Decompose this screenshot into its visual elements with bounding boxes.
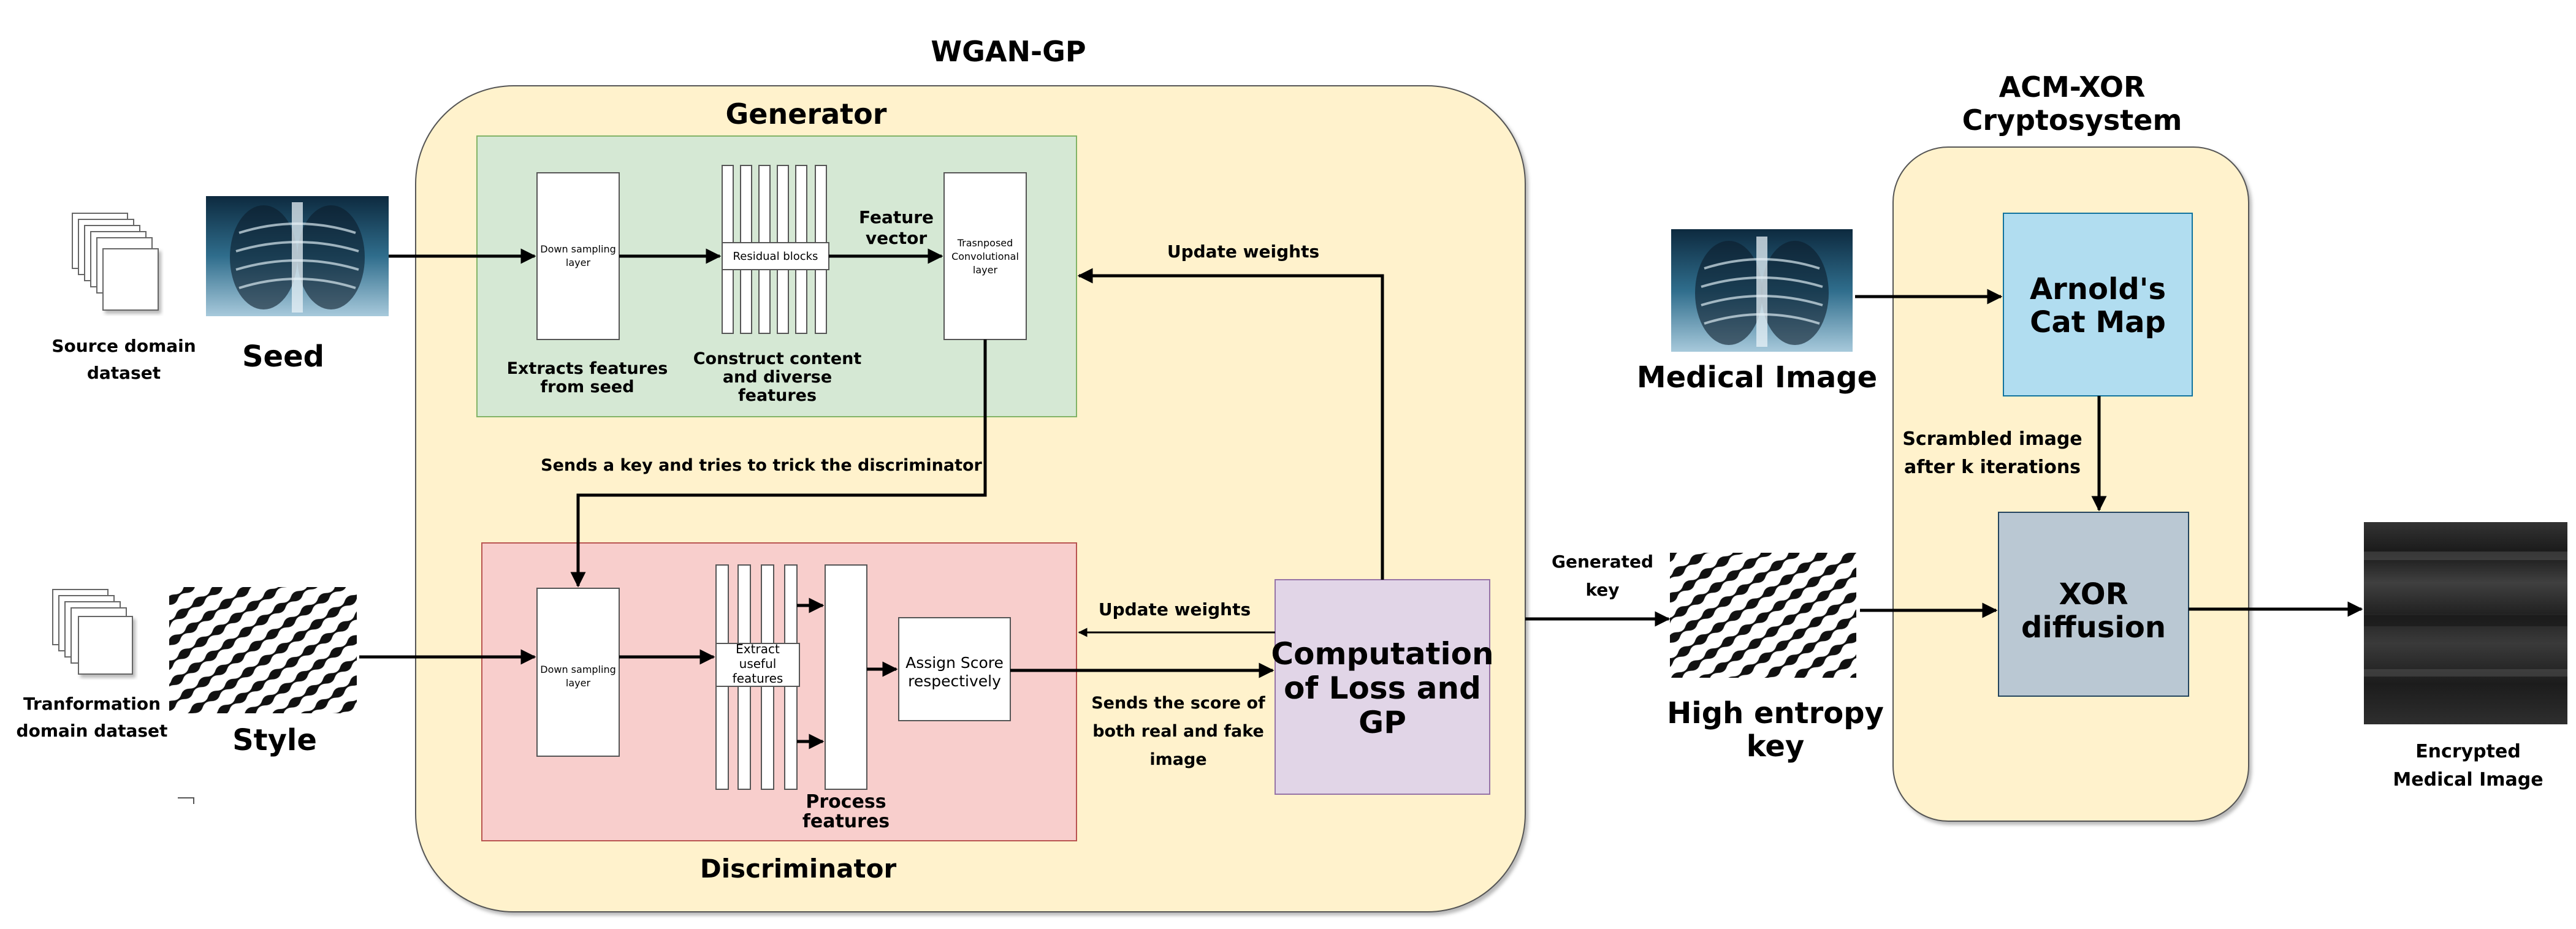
feature-vector-label-1: Feature (859, 207, 934, 227)
transformation-domain-label-1: Tranformation (23, 694, 161, 714)
discriminator-title: Discriminator (700, 854, 897, 884)
generated-key-label-2: key (1585, 580, 1619, 600)
extracts-features-label-2: from seed (540, 377, 634, 396)
update-weights-top-label: Update weights (1167, 241, 1319, 262)
crypto-flow-arrows (1855, 289, 2363, 618)
stray-corner-mark (178, 797, 194, 804)
source-dataset-icon (72, 213, 159, 311)
flow-arrows (359, 248, 1671, 749)
encrypted-image (2364, 522, 2567, 724)
high-entropy-key-label-1: High entropy (1667, 696, 1884, 730)
medical-xray-image (1671, 229, 1853, 352)
gen-transposed-conv-layer (943, 172, 1027, 340)
process-features-label-2: features (802, 811, 890, 832)
generator-title: Generator (726, 97, 887, 131)
assign-score-label-1: Assign Score (905, 654, 1004, 672)
seed-label: Seed (242, 339, 324, 374)
xor-diffusion-box (1998, 512, 2189, 697)
encrypted-label-1: Encrypted (2415, 741, 2521, 762)
gen-transposed-label-2: Convolutional (951, 251, 1019, 262)
medical-image-label: Medical Image (1637, 360, 1877, 395)
update-weights-mid-label: Update weights (1099, 599, 1251, 620)
sends-score-label-2: both real and fake (1092, 722, 1264, 741)
construct-content-label-1: Construct content (693, 349, 862, 368)
arnolds-cat-map-box (2003, 213, 2193, 396)
generated-key-label-1: Generated (1552, 552, 1653, 572)
seed-xray-image (206, 196, 389, 316)
gen-downsampling-label-1: Down sampling (540, 243, 616, 255)
residual-blocks-label: Residual blocks (733, 250, 818, 263)
construct-content-label-3: features (738, 386, 817, 405)
gen-downsampling-layer (536, 172, 620, 340)
gen-transposed-label-1: Trasnposed (957, 237, 1013, 249)
assign-score-box (898, 617, 1011, 721)
loss-gp-box (1275, 579, 1490, 795)
disc-downsampling-label-1: Down sampling (540, 664, 616, 675)
disc-downsampling-layer (536, 588, 620, 757)
extract-useful-label-1: Extract (736, 642, 780, 656)
xor-diffusion-label-2: diffusion (2021, 610, 2166, 645)
transform-dataset-icon (52, 589, 133, 675)
high-entropy-key-label-2: key (1747, 729, 1804, 764)
arnolds-cat-map-label-1: Arnold's (2030, 272, 2166, 306)
wgan-gp-title: WGAN-GP (931, 35, 1086, 68)
extracts-features-label-1: Extracts features (507, 359, 668, 378)
acm-xor-title-1: ACM-XOR (1999, 70, 2146, 104)
construct-content-label-2: and diverse (723, 368, 832, 387)
process-features-block (825, 564, 867, 790)
sends-score-label-1: Sends the score of (1091, 694, 1265, 713)
sends-score-label-3: image (1149, 750, 1206, 769)
sends-key-label: Sends a key and tries to trick the discr… (541, 456, 982, 475)
scrambled-label-1: Scrambled image (1902, 428, 2082, 450)
extract-useful-label-2: useful (739, 656, 777, 671)
arnolds-cat-map-label-2: Cat Map (2030, 305, 2166, 339)
high-entropy-key-image (1670, 553, 1856, 678)
acm-xor-title-2: Cryptosystem (1962, 104, 2182, 137)
xor-diffusion-label-1: XOR (2059, 577, 2128, 612)
encrypted-label-2: Medical Image (2393, 769, 2543, 791)
feature-vector-label-2: vector (866, 228, 927, 248)
style-label: Style (232, 723, 317, 757)
source-domain-label-1: Source domain (51, 336, 196, 356)
assign-score-label-2: respectively (908, 672, 1001, 690)
source-domain-label-2: dataset (87, 363, 161, 383)
residual-blocks (722, 165, 829, 334)
loss-gp-label-1: Computation (1271, 636, 1493, 672)
extract-features-blocks (715, 564, 800, 790)
gen-transposed-label-3: layer (973, 264, 998, 276)
style-pattern-image (169, 587, 357, 713)
loss-gp-label-2: of Loss and (1284, 670, 1481, 706)
gen-downsampling-label-2: layer (566, 257, 591, 268)
transformation-domain-label-2: domain dataset (17, 721, 168, 741)
disc-downsampling-label-2: layer (566, 677, 591, 689)
process-features-label-1: Process (806, 791, 886, 813)
extract-useful-label-3: features (733, 671, 783, 686)
loss-gp-label-3: GP (1358, 705, 1406, 740)
scrambled-label-2: after k iterations (1904, 457, 2081, 478)
